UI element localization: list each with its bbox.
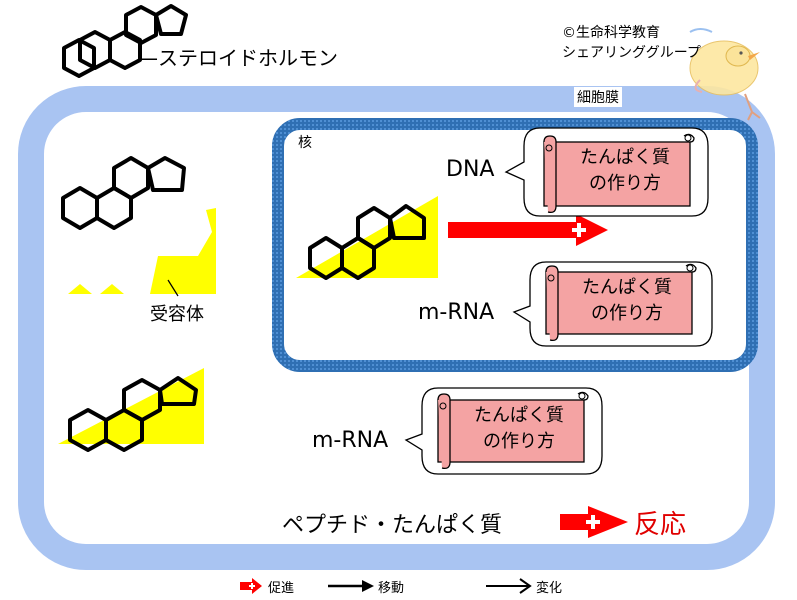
legend-move-icon: [328, 580, 374, 592]
protein-recipe-scroll-mrna-cytoplasm: [437, 391, 589, 470]
chick-mascot-icon: [689, 28, 761, 121]
legend-promote-icon: [240, 578, 262, 594]
promote-arrow-reaction: [560, 506, 628, 538]
scroll-mrna-nucleus-line-1: たんぱく質: [582, 277, 672, 298]
receptor-shape-upper: [68, 208, 216, 297]
scroll-mrna-nucleus-line-2: の作り方: [591, 303, 663, 324]
scroll-mrna-cytoplasm-line-2: の作り方: [483, 431, 555, 452]
scroll-mrna-cytoplasm-line-1: たんぱく質: [474, 405, 564, 426]
mrna-label-cytoplasm: m-RNA: [312, 428, 389, 453]
cell-membrane: [18, 86, 775, 570]
receptor-shape-nucleus: [296, 196, 438, 278]
receptor-label: 受容体: [150, 304, 204, 325]
steroid-hormone-icon-nucleus: [308, 204, 426, 280]
copyright-line-1: ©生命科学教育: [562, 25, 660, 41]
protein-recipe-scroll-dna: [543, 133, 695, 214]
steroid-hormone-icon-left-upper: [61, 156, 186, 230]
membrane-label: 細胞膜: [574, 87, 622, 107]
steroid-hormone-label: —ステロイドホルモン: [138, 46, 338, 70]
nucleus-label: 核: [298, 135, 312, 151]
legend-promote-label: 促進: [268, 581, 295, 596]
scroll-dna-line-2: の作り方: [589, 173, 661, 194]
promote-arrow-nucleus: [448, 214, 608, 246]
protein-recipe-scroll-mrna-nucleus: [545, 263, 697, 342]
peptide-protein-label: ペプチド・たんぱく質: [282, 513, 503, 538]
legend-change-label: 変化: [536, 581, 563, 596]
dna-label: DNA: [446, 157, 495, 182]
mrna-label-nucleus: m-RNA: [418, 300, 495, 325]
scroll-dna-line-1: たんぱく質: [580, 147, 670, 168]
nucleus-envelope: [272, 118, 758, 372]
steroid-hormone-icon-top: [62, 4, 188, 78]
copyright-line-2: シェアリンググループ: [562, 45, 701, 61]
legend-change-icon: [486, 578, 532, 594]
legend-move-label: 移動: [378, 581, 405, 596]
reaction-label: 反応: [634, 510, 687, 540]
steroid-hormone-icon-left-lower: [68, 376, 198, 452]
